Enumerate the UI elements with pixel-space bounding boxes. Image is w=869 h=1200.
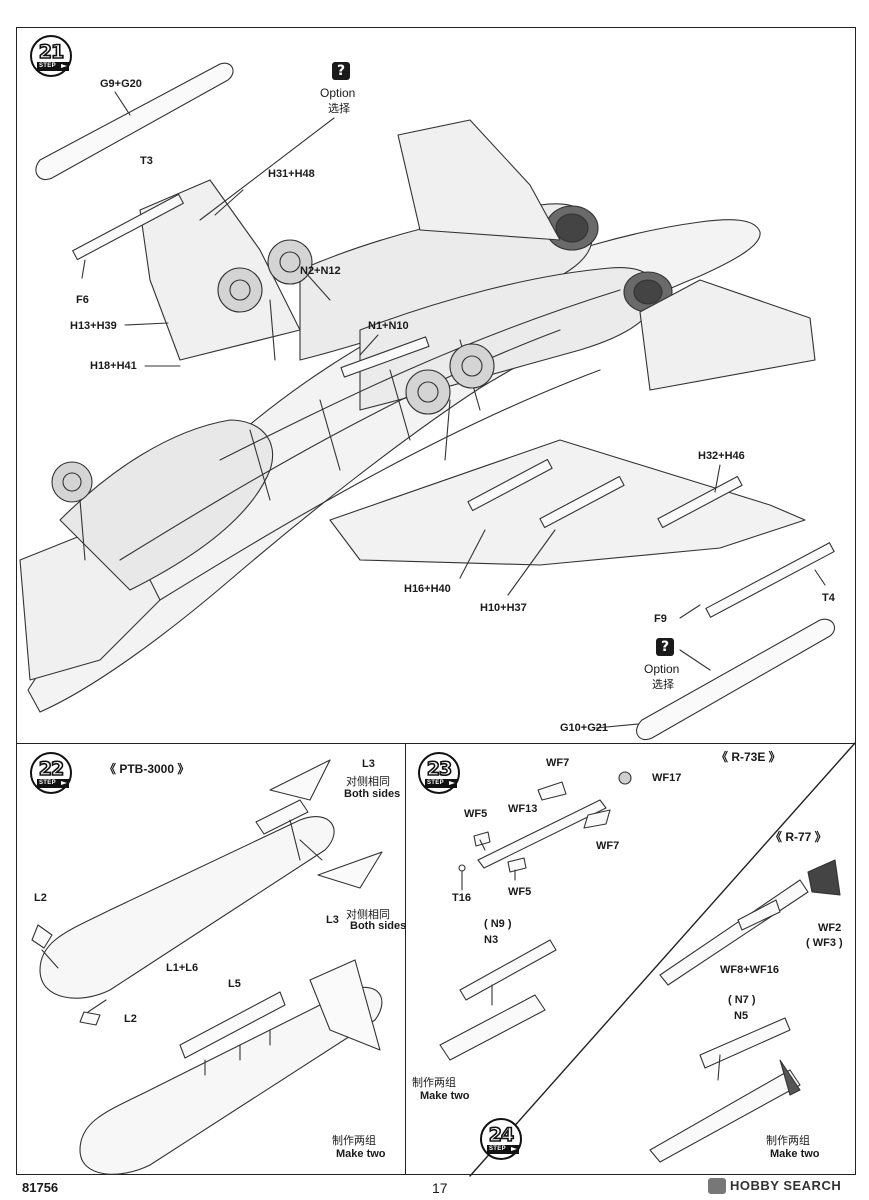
nose-gear	[51, 461, 93, 503]
part-wf5-bottom: WF5	[508, 886, 532, 898]
part-t16: T16	[452, 892, 471, 904]
part-wf3: ( WF3 )	[806, 937, 843, 949]
make-two-en-22: Make two	[336, 1148, 386, 1160]
page-number: 17	[432, 1180, 448, 1196]
step-24-number: 24	[488, 1123, 515, 1147]
part-wf13: WF13	[508, 803, 538, 815]
r73e-title: 《 R-73E 》	[716, 750, 781, 764]
part-wf7-top: WF7	[546, 757, 570, 769]
make-two-cn-23-left: 制作两组	[412, 1077, 456, 1089]
part-h31-h48: H31+H48	[268, 168, 315, 180]
step-24-label: STEP	[487, 1145, 519, 1154]
step-22-label: STEP	[37, 779, 69, 788]
part-wf5-top: WF5	[464, 808, 488, 820]
step-23-label: STEP	[425, 779, 457, 788]
main-gear-right	[405, 343, 495, 415]
part-n5: N5	[734, 1010, 749, 1022]
brand-name: HOBBY SEARCH	[730, 1178, 842, 1193]
part-h32-h46: H32+H46	[698, 450, 745, 462]
part-n9: ( N9 )	[484, 918, 512, 930]
step-23-number: 23	[426, 757, 453, 781]
step-23-panel	[405, 743, 856, 1175]
both-sides-mid-cn: 对侧相同	[346, 909, 390, 921]
kit-number: 81756	[22, 1180, 59, 1195]
make-two-en-23-right: Make two	[770, 1148, 820, 1160]
option-icon-bottom: ?	[656, 638, 674, 656]
option-bottom-en: Option	[644, 662, 680, 676]
missile-illustration	[439, 742, 856, 1177]
part-g9-g20: G9+G20	[100, 78, 142, 90]
step-22-badge: 22 STEP	[30, 752, 72, 794]
part-h18-h41: H18+H41	[90, 360, 137, 372]
part-wf17: WF17	[652, 772, 682, 784]
part-t4: T4	[822, 592, 835, 604]
part-g10-g21: G10+G21	[560, 722, 609, 734]
part-h10-h37: H10+H37	[480, 602, 527, 614]
part-l2-bottom: L2	[124, 1013, 137, 1025]
part-wf2: WF2	[818, 922, 842, 934]
option-icon-top: ?	[332, 62, 350, 80]
part-h16-h40: H16+H40	[404, 583, 451, 595]
part-t3: T3	[140, 155, 153, 167]
step-21-number: 21	[38, 40, 65, 64]
step-22-number: 22	[38, 757, 65, 781]
make-two-cn-22: 制作两组	[332, 1135, 376, 1147]
part-f9: F9	[654, 613, 667, 625]
main-gear-left	[217, 239, 313, 313]
part-l1-l6: L1+L6	[166, 962, 199, 974]
make-two-cn-23-right: 制作两组	[766, 1135, 810, 1147]
option-top-cn: 选择	[328, 103, 350, 115]
part-h13-h39: H13+H39	[70, 320, 117, 332]
option-bottom-cn: 选择	[652, 679, 674, 691]
part-n1-n10: N1+N10	[368, 320, 409, 332]
aircraft-illustration	[19, 62, 835, 740]
part-l3-mid: L3	[326, 914, 339, 926]
step-24-badge: 24 STEP	[480, 1118, 522, 1160]
ptb-3000-title: 《 PTB-3000 》	[104, 762, 190, 776]
part-l3-top: L3	[362, 758, 375, 770]
step-21-label: STEP	[37, 62, 69, 71]
both-sides-mid-en: Both sides	[350, 920, 407, 932]
part-f6: F6	[76, 294, 89, 306]
make-two-en-23-left: Make two	[420, 1090, 470, 1102]
part-l5: L5	[228, 978, 241, 990]
option-top-en: Option	[320, 86, 356, 100]
part-n2-n12: N2+N12	[300, 265, 341, 277]
step-23-badge: 23 STEP	[418, 752, 460, 794]
brand-logo-icon	[708, 1178, 726, 1194]
r77-title: 《 R-77 》	[770, 830, 827, 844]
both-sides-top-en: Both sides	[344, 788, 401, 800]
drop-tank-illustration	[31, 759, 383, 1175]
part-wf7-mid: WF7	[596, 840, 620, 852]
part-wf8-wf16: WF8+WF16	[720, 964, 779, 976]
both-sides-top-cn: 对侧相同	[346, 776, 390, 788]
part-n3: N3	[484, 934, 499, 946]
part-n7: ( N7 )	[728, 994, 756, 1006]
part-l2-top: L2	[34, 892, 47, 904]
step-21-badge: 21 STEP	[30, 35, 72, 77]
